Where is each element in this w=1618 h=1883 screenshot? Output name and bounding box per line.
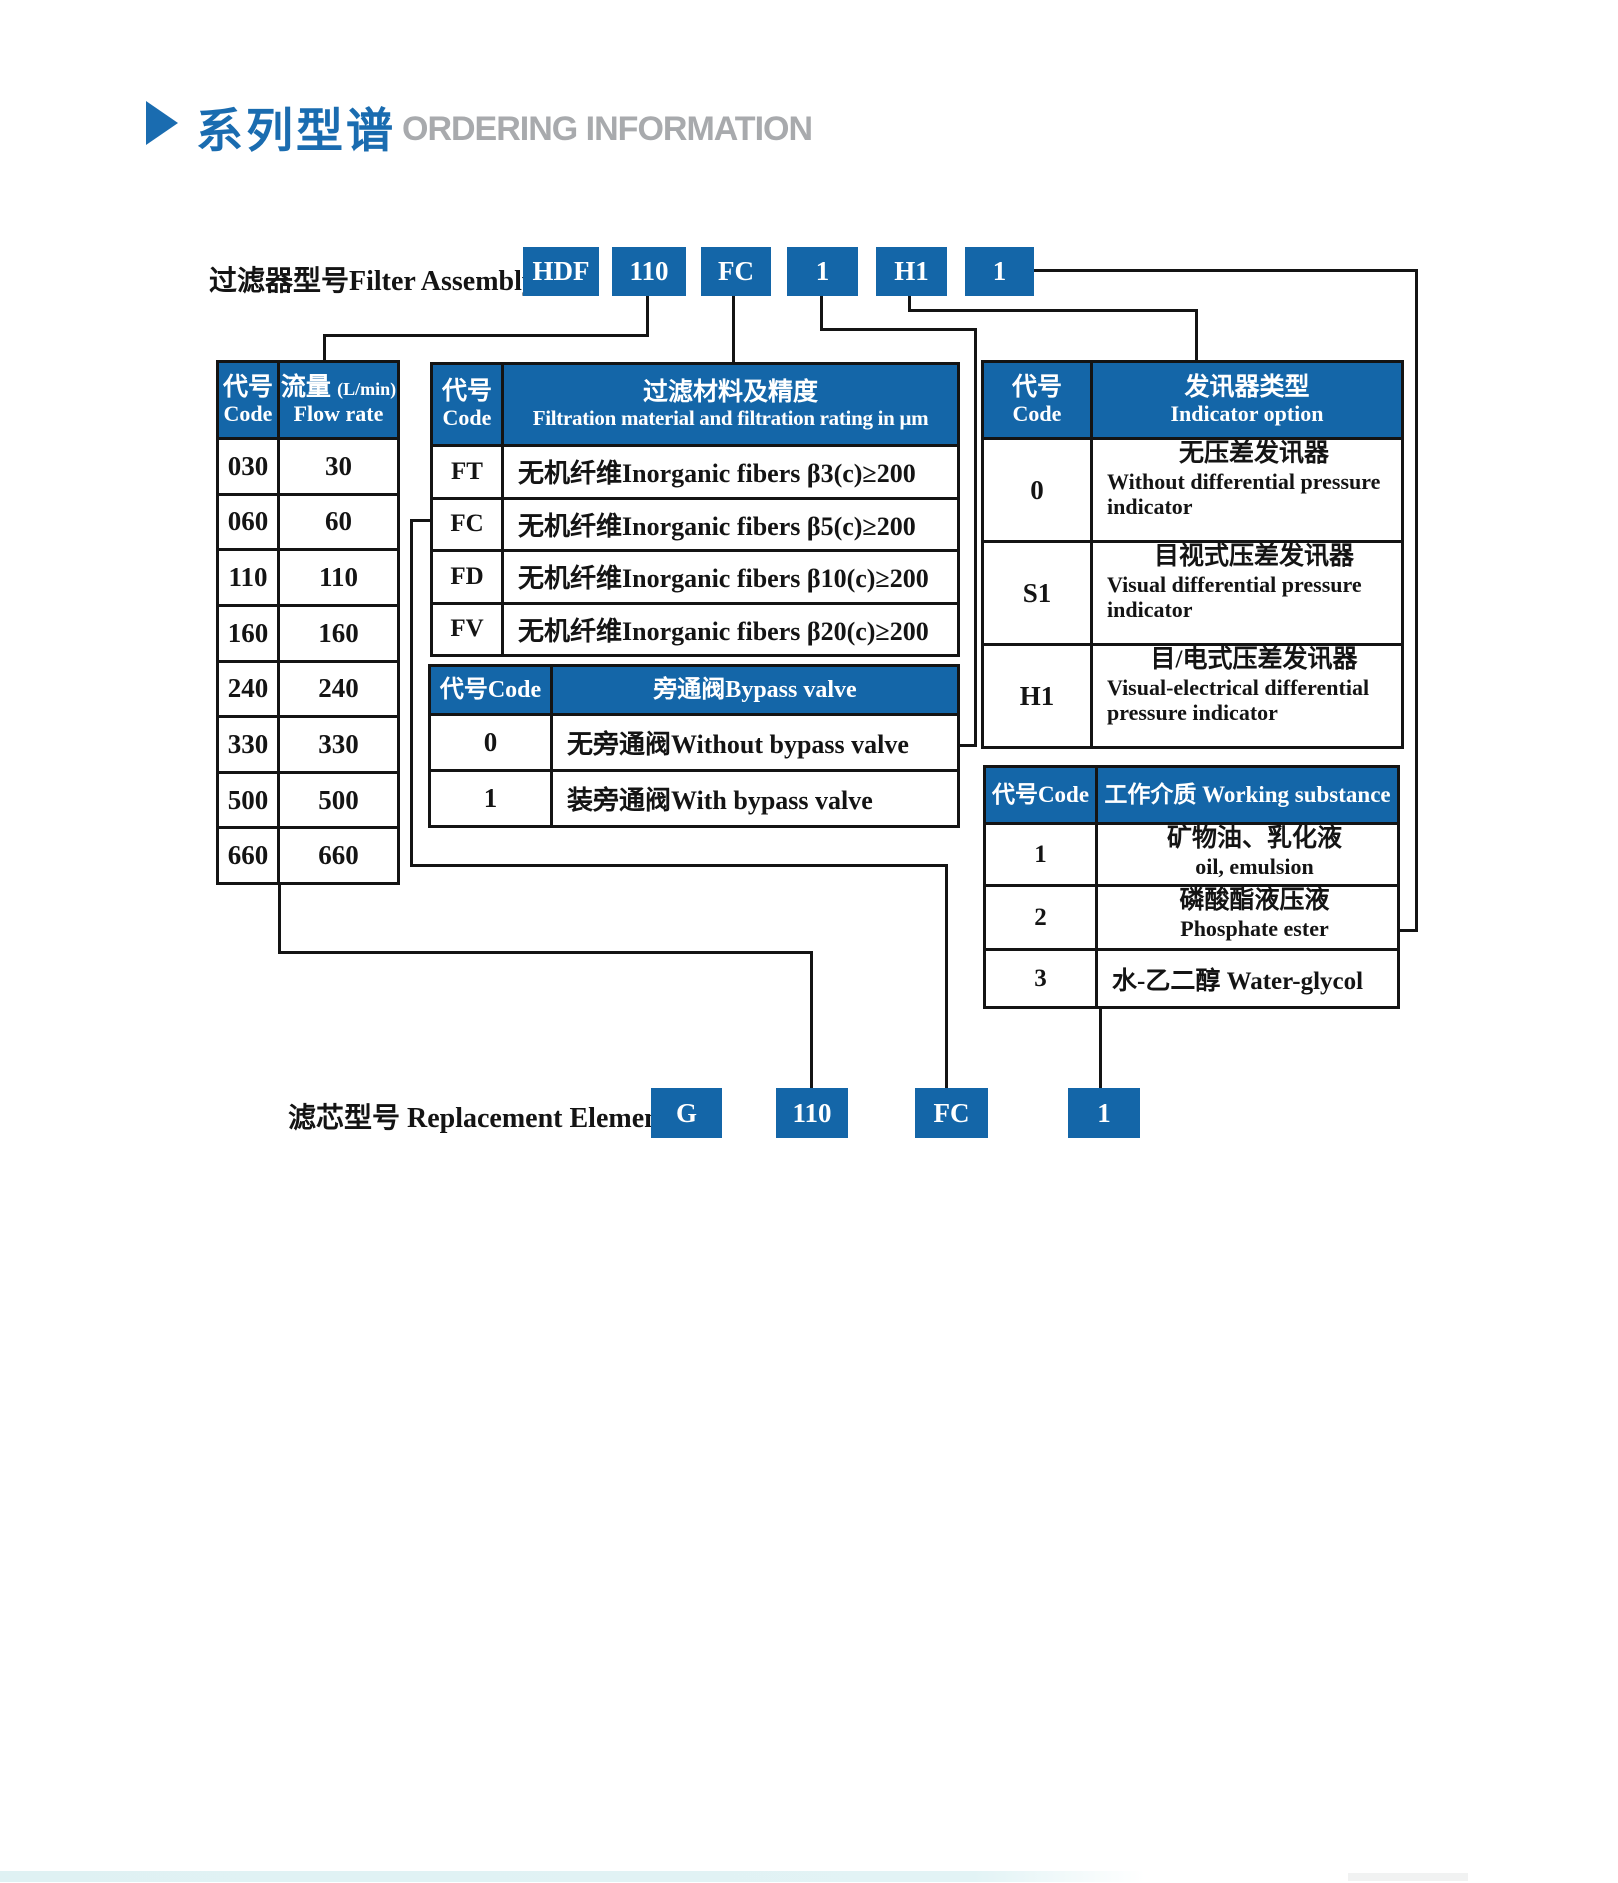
connector-repl-flow-v2 — [810, 951, 813, 1088]
table-cell: 030 — [219, 440, 277, 493]
replacement-element-label: 滤芯型号 Replacement Element — [288, 1103, 670, 1134]
page-bottom-edge-smudge — [1348, 1873, 1468, 1881]
table-cell: 矿物油、乳化液 oil, emulsion — [1098, 825, 1397, 884]
filter-assembly-label: 过滤器型号Filter Assembly — [209, 266, 536, 297]
replacement-code-box-series: G — [651, 1088, 722, 1138]
table-cell: 060 — [219, 495, 277, 549]
table-cell: 磷酸酯液压液 Phosphate ester — [1098, 887, 1397, 948]
assembly-code-box-indicator: H1 — [876, 247, 947, 296]
table-cell: 330 — [219, 718, 277, 771]
connector-bypass-h2 — [952, 744, 977, 747]
connector-filtration-v — [732, 296, 735, 362]
connector-indicator-v2 — [1195, 309, 1198, 360]
table-cell: 目/电式压差发讯器 Visual-electrical differential… — [1093, 646, 1401, 746]
table-cell: 110 — [280, 551, 397, 604]
connector-flow-h — [323, 334, 649, 337]
table-cell: 660 — [280, 829, 397, 882]
table-cell: 无机纤维Inorganic fibers β20(c)≥200 — [504, 604, 957, 654]
connector-fc-v1 — [410, 519, 413, 867]
table-cell: FT — [433, 447, 501, 497]
table-cell: 160 — [280, 606, 397, 660]
table-cell: 60 — [280, 495, 397, 549]
table-cell: 110 — [219, 551, 277, 604]
table-cell: 无压差发讯器 Without differential pressure ind… — [1093, 440, 1401, 540]
assembly-code-box-filtration: FC — [701, 247, 771, 296]
filtration-header-desc: 过滤材料及精度 Filtration material and filtrati… — [504, 365, 957, 444]
filtration-table: 代号 Code 过滤材料及精度 Filtration material and … — [430, 362, 960, 657]
replacement-code-box-flow: 110 — [776, 1088, 848, 1138]
table-cell: 3 — [986, 951, 1095, 1006]
table-cell: 1 — [431, 772, 550, 825]
table-cell: 无机纤维Inorganic fibers β3(c)≥200 — [504, 447, 957, 497]
page-bottom-edge — [0, 1871, 1145, 1882]
indicator-header-desc: 发讯器类型 Indicator option — [1093, 363, 1401, 437]
connector-bypass-v2 — [974, 328, 977, 747]
flow-header-flowrate: 流量 (L/min) Flow rate — [280, 363, 397, 437]
table-cell: 目视式压差发讯器 Visual differential pressure in… — [1093, 543, 1401, 643]
flow-header-code: 代号 Code — [219, 363, 277, 437]
table-cell: 330 — [280, 718, 397, 771]
connector-repl-flow-h — [278, 951, 813, 954]
table-cell: 160 — [219, 606, 277, 660]
table-cell: 500 — [219, 773, 277, 827]
replacement-code-box-filtration: FC — [915, 1088, 988, 1138]
assembly-code-box-flow: 110 — [612, 247, 686, 296]
bypass-valve-table: 代号Code 旁通阀Bypass valve 0 无旁通阀Without byp… — [428, 664, 960, 828]
assembly-code-box-bypass: 1 — [787, 247, 858, 296]
connector-fc-stub — [410, 519, 432, 522]
table-cell: 30 — [280, 440, 397, 493]
section-arrow-icon — [146, 101, 178, 145]
connector-bypass-v1 — [820, 296, 823, 331]
connector-repl-substance-v — [1099, 1003, 1102, 1088]
connector-substance-h2 — [1394, 929, 1418, 932]
table-cell: FC — [433, 499, 501, 549]
connector-indicator-h — [908, 309, 1198, 312]
table-cell: 2 — [986, 887, 1095, 948]
working-substance-table: 代号Code 工作介质 Working substance 1 矿物油、乳化液 … — [983, 765, 1400, 1009]
indicator-header-code: 代号 Code — [984, 363, 1090, 437]
table-cell: S1 — [984, 543, 1090, 643]
table-cell: 500 — [280, 773, 397, 827]
table-cell: 240 — [219, 662, 277, 716]
table-cell: 无机纤维Inorganic fibers β5(c)≥200 — [504, 499, 957, 549]
table-cell: FD — [433, 552, 501, 602]
flow-rate-table: 代号 Code 流量 (L/min) Flow rate 030 30 060 … — [216, 360, 400, 885]
table-cell: 0 — [984, 440, 1090, 540]
table-cell: 无旁通阀Without bypass valve — [553, 716, 957, 769]
table-cell: 0 — [431, 716, 550, 769]
connector-flow-v2 — [323, 334, 326, 360]
table-cell: 1 — [986, 825, 1095, 884]
connector-repl-flow-v1 — [278, 879, 281, 954]
substance-header-desc: 工作介质 Working substance — [1098, 768, 1397, 822]
assembly-code-box-substance: 1 — [965, 247, 1034, 296]
connector-fc-v2 — [945, 864, 948, 1088]
table-cell: 240 — [280, 662, 397, 716]
table-cell: 装旁通阀With bypass valve — [553, 772, 957, 825]
bypass-header-code: 代号Code — [431, 667, 550, 713]
table-cell: 660 — [219, 829, 277, 882]
connector-substance-h1 — [1034, 269, 1418, 272]
table-cell: 无机纤维Inorganic fibers β10(c)≥200 — [504, 552, 957, 602]
replacement-code-box-substance: 1 — [1068, 1088, 1140, 1138]
connector-indicator-v1 — [908, 296, 911, 312]
substance-header-code: 代号Code — [986, 768, 1095, 822]
table-cell: 水-乙二醇 Water-glycol — [1098, 951, 1397, 1006]
bypass-header-desc: 旁通阀Bypass valve — [553, 667, 957, 713]
assembly-code-box-series: HDF — [523, 247, 599, 296]
table-cell: H1 — [984, 646, 1090, 746]
table-cell: FV — [433, 604, 501, 654]
page-title-cn: 系列型谱 — [196, 104, 396, 159]
indicator-table: 代号 Code 发讯器类型 Indicator option 0 无压差发讯器 … — [981, 360, 1404, 749]
connector-flow-v1 — [646, 296, 649, 337]
filtration-header-code: 代号 Code — [433, 365, 501, 444]
connector-bypass-h1 — [820, 328, 977, 331]
page-title-en: ORDERING INFORMATION — [402, 110, 813, 148]
connector-fc-h — [410, 864, 948, 867]
connector-substance-v — [1415, 269, 1418, 932]
